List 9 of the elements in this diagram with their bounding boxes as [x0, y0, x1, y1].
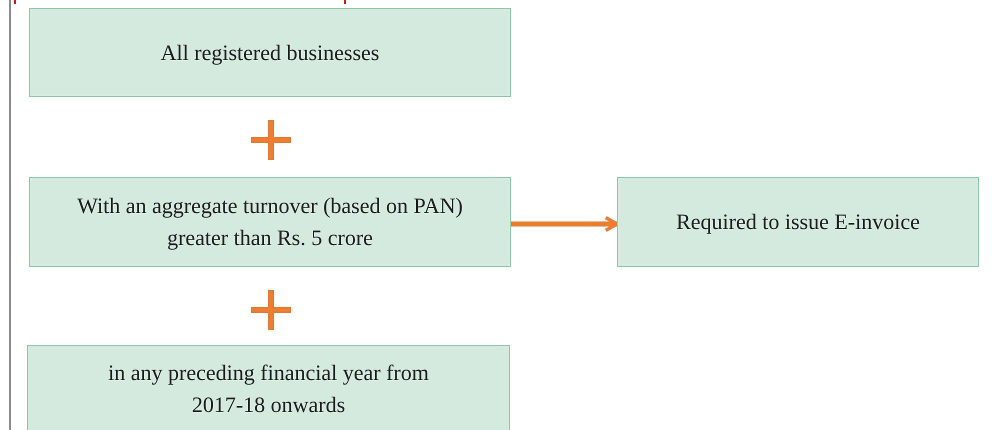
condition-box	[29, 8, 511, 97]
arrow	[511, 216, 619, 232]
box-text: With an aggregate turnover (based on PAN) greater than Rs. 5 crore	[76, 192, 464, 252]
box-text: in any preceding financial year from 2017-18 onwards	[107, 359, 430, 419]
box-text: Required to issue E-invoice	[676, 208, 920, 236]
condition-box	[27, 345, 510, 430]
condition-box	[617, 177, 979, 267]
condition-box	[29, 177, 511, 267]
box-text: All registered businesses	[160, 38, 380, 67]
